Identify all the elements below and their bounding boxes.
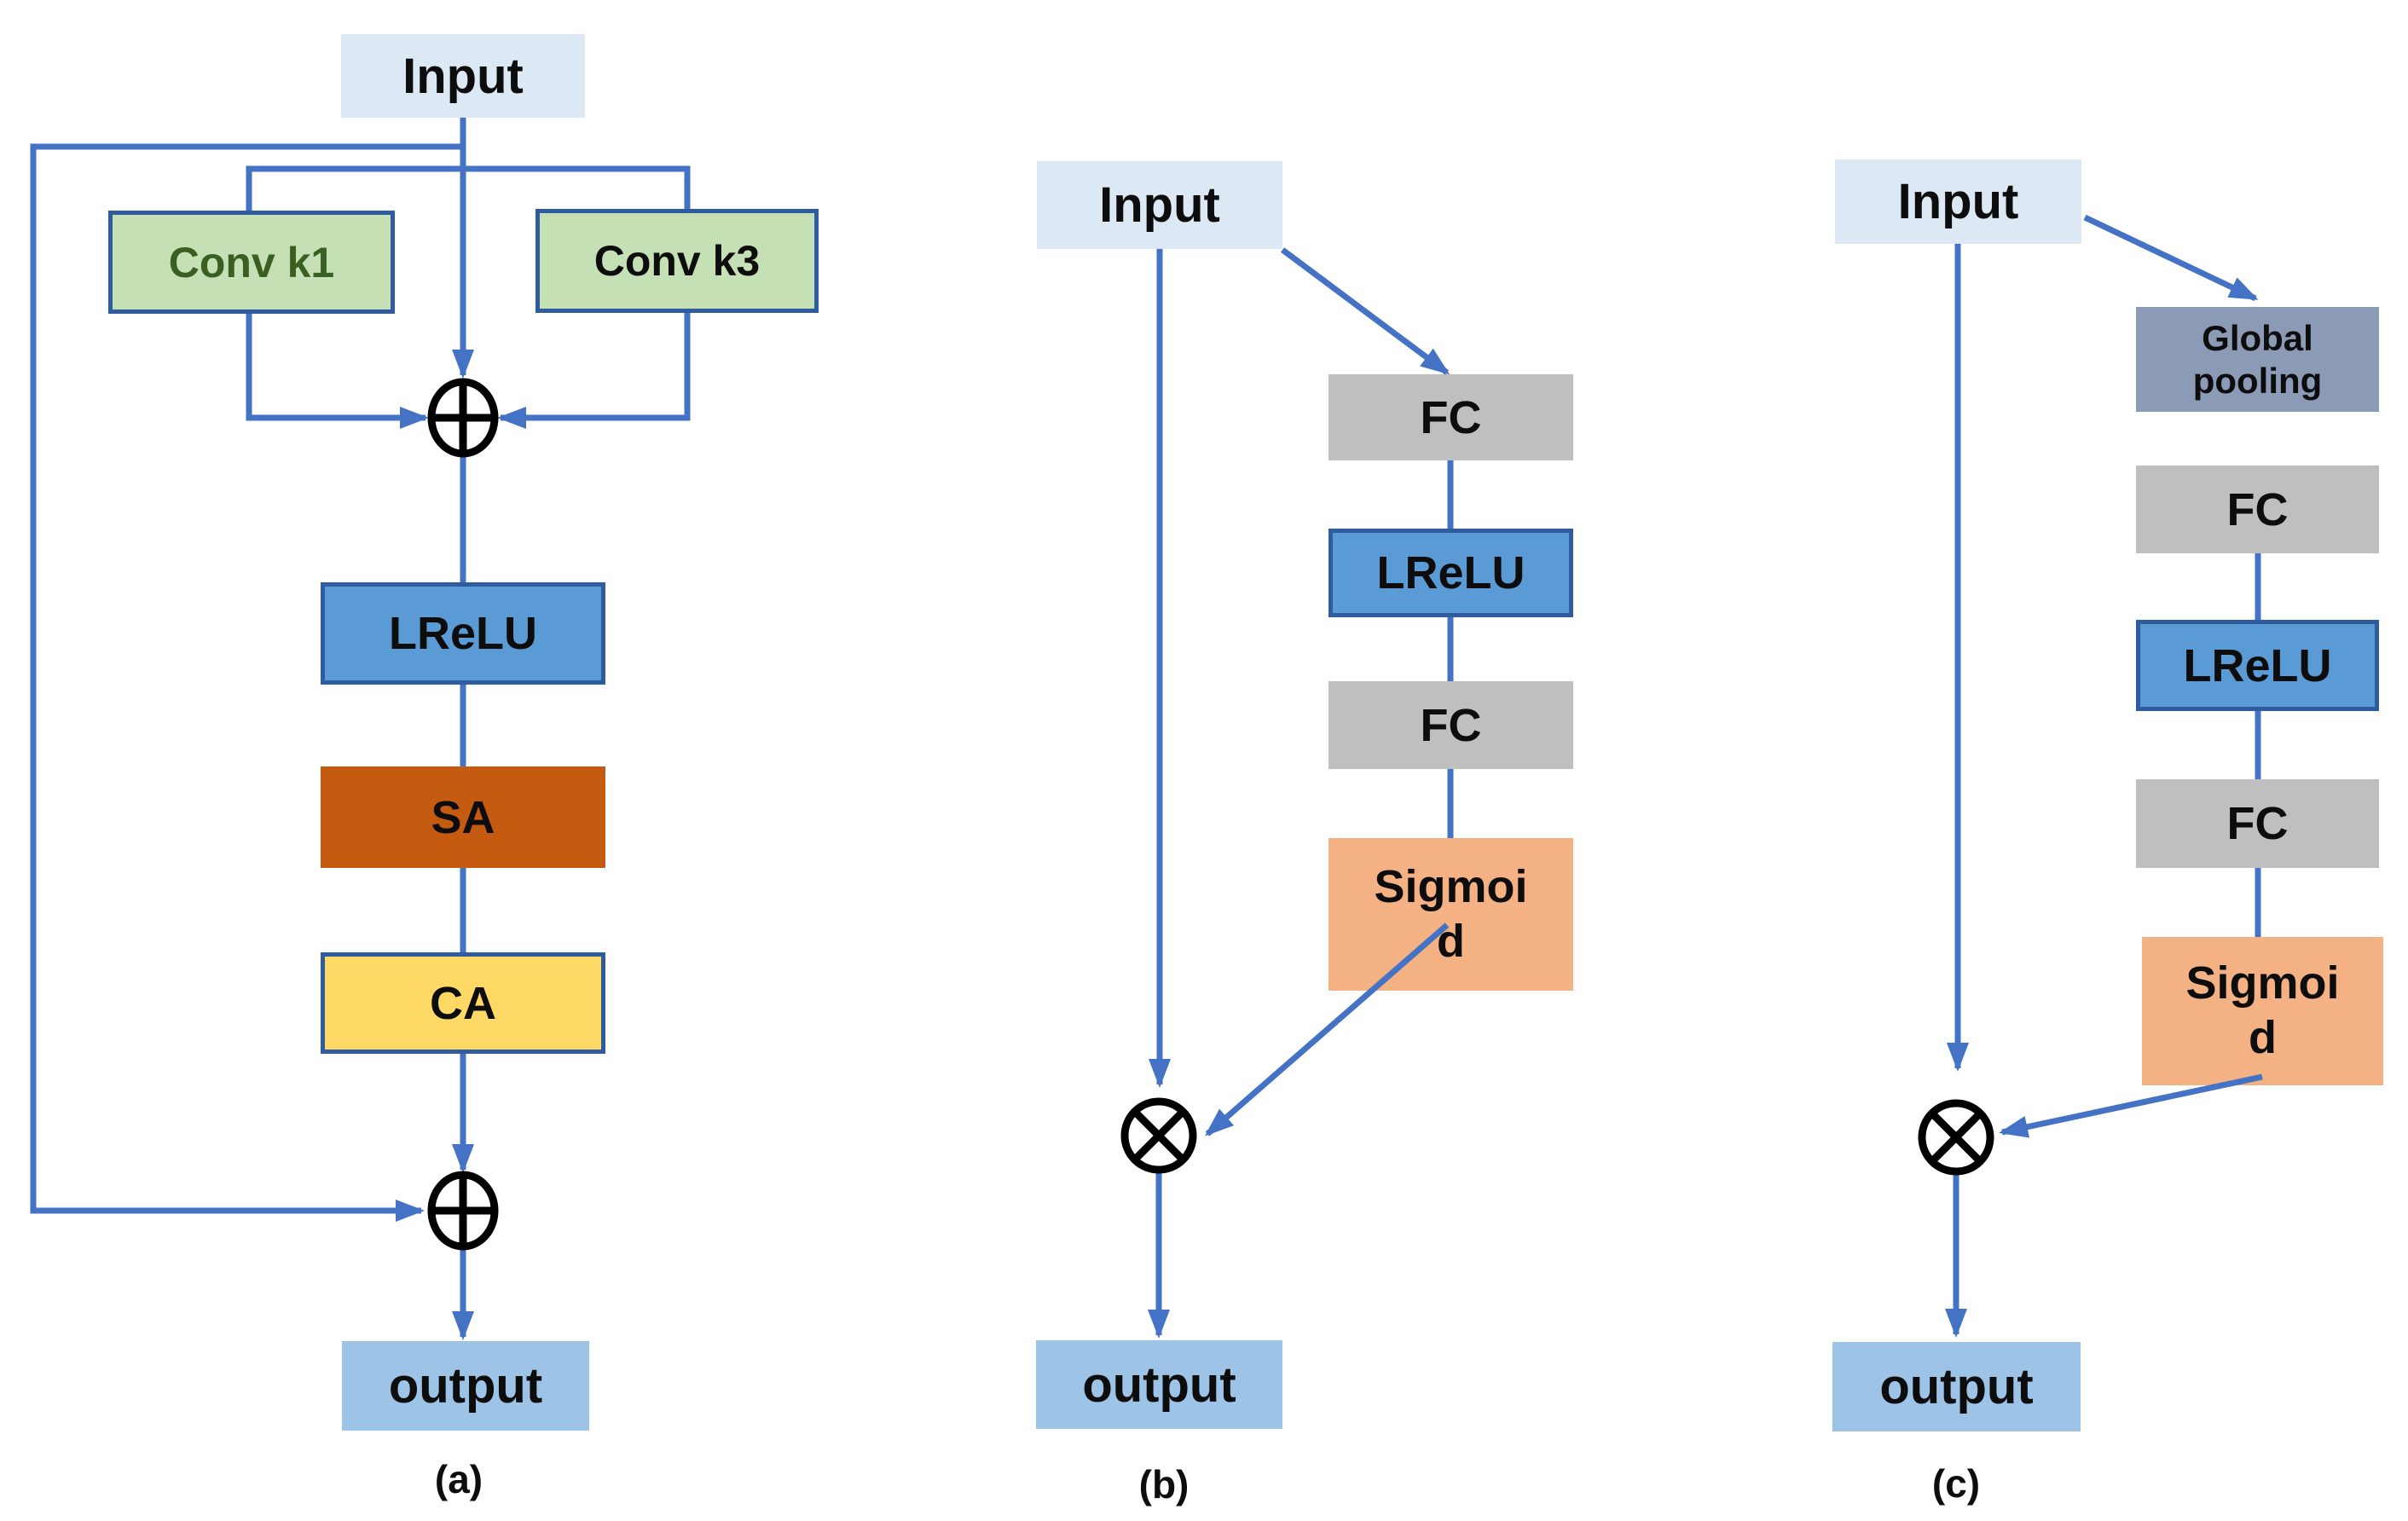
input-box-b: Input — [1037, 161, 1282, 249]
output-box-c: output — [1832, 1342, 2081, 1431]
fc2-box-c: FC — [2136, 779, 2379, 868]
caption-a: (a) — [434, 1457, 483, 1501]
fc1-box-b: FC — [1328, 374, 1573, 460]
fc1-box-c: FC — [2136, 466, 2379, 553]
sigmoid-line1-b: Sigmoi — [1374, 860, 1528, 912]
conv-k3-box: Conv k3 — [535, 209, 819, 313]
caption-b: (b) — [1138, 1462, 1190, 1507]
sigmoid-box-c: Sigmoi d — [2142, 937, 2383, 1085]
output-box-b: output — [1036, 1340, 1282, 1429]
lrelu-box-b: LReLU — [1328, 529, 1573, 617]
global-pooling-line2: pooling — [2192, 360, 2323, 401]
input-box-a: Input — [341, 34, 585, 118]
input-box-c: Input — [1835, 159, 2081, 244]
sigmoid-line1-c: Sigmoi — [2185, 957, 2340, 1009]
output-box-a: output — [342, 1341, 589, 1431]
global-pooling-box: Global pooling — [2136, 307, 2379, 412]
global-pooling-line1: Global — [2202, 317, 2313, 358]
sigmoid-line2-c: d — [2248, 1012, 2277, 1063]
lrelu-box-c: LReLU — [2136, 620, 2379, 711]
caption-c: (c) — [1931, 1461, 1981, 1506]
fc2-box-b: FC — [1328, 681, 1573, 769]
